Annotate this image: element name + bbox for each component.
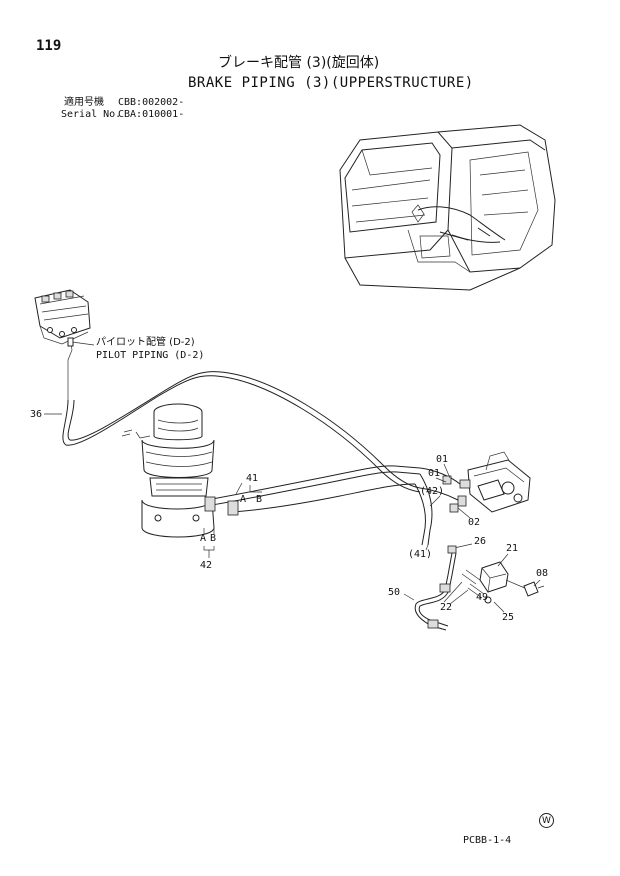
- callout-41-paren: (41): [408, 549, 432, 560]
- callout-a-lower: A: [200, 533, 206, 544]
- callout-02: 02: [468, 517, 480, 528]
- page-title-jp: ブレーキ配管 (3)(旋回体): [218, 55, 380, 71]
- callout-21: 21: [506, 543, 518, 554]
- callout-22: 22: [440, 602, 452, 613]
- pressure-switch-icon: [479, 561, 531, 593]
- callout-pilot-en: PILOT PIPING (D-2): [96, 350, 204, 361]
- pilot-valve-icon: [34, 289, 91, 345]
- serial-value-en: CBA:010001-: [118, 109, 185, 120]
- brake-valve-icon: [457, 451, 531, 513]
- serial-value-jp: CBB:002002-: [118, 97, 185, 108]
- callout-41: 41: [246, 473, 258, 484]
- footer-code: PCBB-1-4: [463, 835, 512, 846]
- callout-49: 49: [476, 592, 488, 603]
- revision-mark: W: [539, 813, 554, 828]
- callout-b-lower: B: [210, 533, 216, 544]
- callout-50: 50: [388, 587, 400, 598]
- excavator-upperstructure-icon: [339, 124, 556, 291]
- page-title-en: BRAKE PIPING (3)(UPPERSTRUCTURE): [188, 75, 474, 91]
- callout-25: 25: [502, 612, 514, 623]
- serial-label-jp: 適用号機: [64, 97, 104, 108]
- callout-42: 42: [200, 560, 212, 571]
- callout-pilot-jp: パイロット配管 (D-2): [96, 335, 195, 348]
- callout-42-paren: (42): [420, 486, 444, 497]
- callout-a-upper: A: [240, 494, 246, 505]
- callout-26: 26: [474, 536, 486, 547]
- callout-08: 08: [536, 568, 548, 579]
- serial-label-en: Serial No.: [61, 109, 122, 120]
- callout-01-upper: 01: [436, 454, 448, 465]
- callout-36: 36: [30, 409, 42, 420]
- page-number: 119: [36, 38, 62, 54]
- callout-b-upper: B: [256, 494, 262, 505]
- callout-01-lower: 01: [428, 468, 440, 479]
- center-joint-icon: [121, 403, 215, 538]
